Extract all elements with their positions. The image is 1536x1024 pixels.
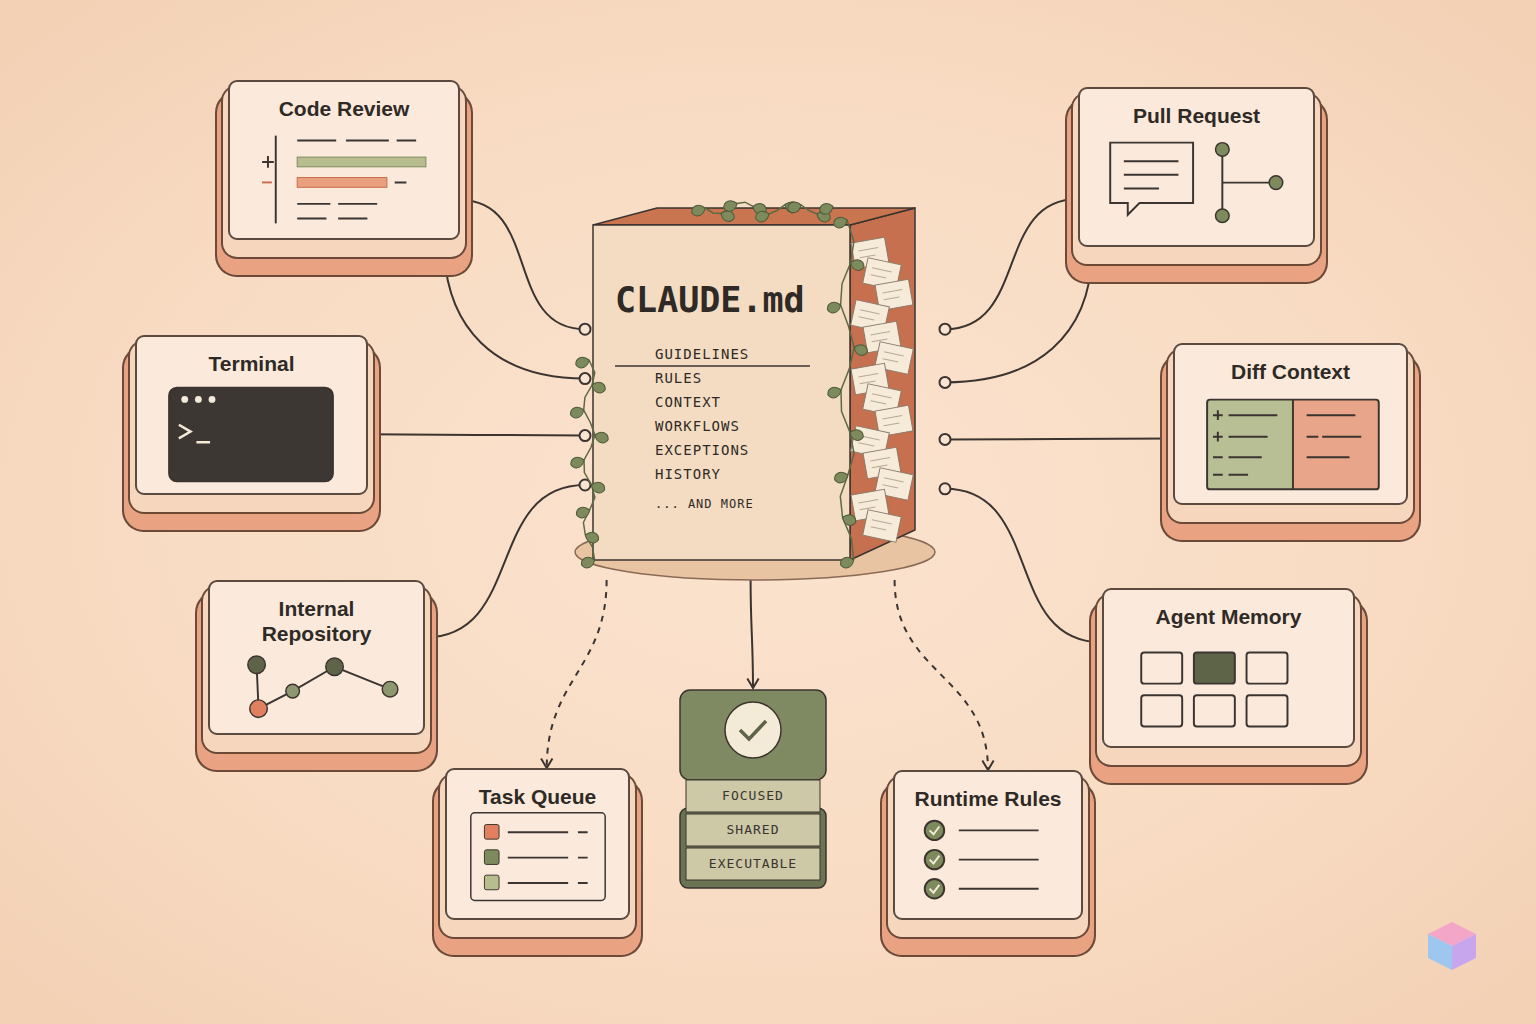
book-item: WORKFLOWS — [655, 414, 945, 438]
arrowhead — [541, 759, 552, 768]
connector-path — [945, 247, 1092, 382]
principles-stack: FOCUSEDSHAREDEXECUTABLE — [678, 688, 828, 893]
arrowhead — [747, 679, 758, 688]
book-item: RULES — [655, 366, 945, 390]
card-title: Diff Context — [1175, 345, 1406, 384]
connector-line — [420, 480, 591, 643]
book-illustration — [585, 200, 945, 580]
terminal-card: Terminal — [135, 335, 368, 495]
port-dot — [580, 324, 591, 335]
connector-line — [455, 195, 591, 335]
task-queue-card: Task Queue — [445, 768, 630, 920]
connector-path — [368, 434, 585, 435]
agent-memory-card: Agent Memory — [1102, 588, 1355, 748]
connector-path — [945, 489, 1102, 643]
connector-line — [940, 483, 1108, 648]
diff-context-card: Diff Context — [1173, 343, 1408, 505]
book-item: EXCEPTIONS — [655, 438, 945, 462]
dashed-arrow — [541, 580, 607, 768]
port-dot — [580, 373, 591, 384]
book-more: ... AND MORE — [655, 492, 945, 516]
book-item: CONTEXT — [655, 390, 945, 414]
claude-md-book: CLAUDE.mdGUIDELINESRULESCONTEXTWORKFLOWS… — [585, 200, 945, 580]
card-title: Agent Memory — [1104, 590, 1353, 629]
port-dot — [940, 377, 951, 388]
connector-path — [751, 580, 753, 688]
principle-label: SHARED — [678, 814, 828, 848]
connector-path — [945, 199, 1078, 329]
connector-line — [363, 429, 591, 441]
card-title: Terminal — [137, 337, 366, 376]
dashed-arrow — [895, 580, 994, 770]
port-dot — [940, 324, 951, 335]
connector-line — [940, 242, 1098, 388]
book-title: CLAUDE.md — [615, 278, 945, 322]
principle-label: EXECUTABLE — [678, 848, 828, 882]
book-item: HISTORY — [655, 462, 945, 486]
connector-line — [438, 235, 590, 385]
connector-path — [444, 240, 585, 379]
connector-path — [895, 580, 988, 770]
port-dot — [940, 483, 951, 494]
connector-line — [747, 580, 758, 688]
pull-request-card: Pull Request — [1078, 87, 1315, 247]
card-title: Code Review — [230, 82, 458, 121]
port-dot — [940, 434, 951, 445]
arrowhead — [982, 761, 993, 770]
card-title: Pull Request — [1080, 89, 1313, 128]
connector-line — [940, 433, 1179, 445]
book-item: GUIDELINES — [655, 342, 945, 366]
connector-line — [940, 194, 1084, 335]
connector-path — [945, 438, 1173, 441]
connector-path — [425, 485, 585, 637]
code-review-card: Code Review — [228, 80, 460, 240]
card-title: Internal Repository — [224, 582, 410, 646]
connector-path — [547, 580, 607, 768]
connector-path — [460, 200, 585, 329]
runtime-rules-card: Runtime Rules — [893, 770, 1083, 920]
watermark-cube — [1428, 922, 1476, 970]
card-title: Task Queue — [447, 770, 628, 809]
card-title: Runtime Rules — [895, 772, 1081, 811]
port-dot — [580, 430, 591, 441]
principle-label: FOCUSED — [678, 780, 828, 814]
internal-repository-card: Internal Repository — [208, 580, 425, 735]
